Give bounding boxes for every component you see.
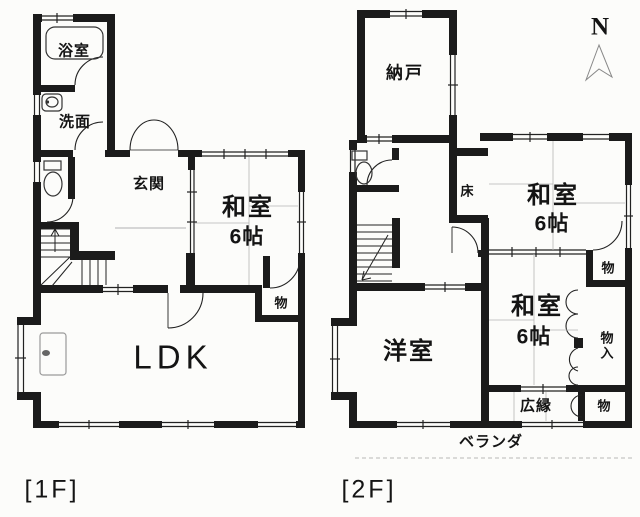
- hall-door-arc: [451, 226, 479, 254]
- walls-1f: [17, 14, 305, 428]
- room-label-closet-se-2f: 物: [597, 398, 611, 414]
- balcony-label-2f: ベランダ: [458, 433, 524, 451]
- room-label-closet-1f: 物: [274, 295, 288, 311]
- ldk-door-arc: [167, 292, 204, 329]
- room-label-sun-porch-2f: 広縁: [519, 397, 553, 415]
- floor-label-1f: [1F]: [24, 475, 80, 504]
- entrance-door-arc-left: [129, 119, 155, 151]
- room-label-closet-ne-2f: 物: [601, 260, 615, 276]
- entrance-door-arc-right: [153, 119, 179, 151]
- closet-se-door-scallop: [570, 394, 583, 418]
- toilet-2f-icon: [355, 161, 373, 185]
- room-label-bath-1f: 浴室: [57, 42, 91, 60]
- room-size-washitsu-ne-2f: 6帖: [534, 212, 570, 236]
- bathtub-icon: [45, 26, 104, 60]
- tatami-lines-1f: [115, 157, 298, 285]
- closet-ne-door-arc: [592, 220, 623, 251]
- floorplan-1f: [15, 13, 306, 429]
- room-size-washitsu-1f: 6帖: [229, 225, 265, 249]
- compass-north-label: N: [590, 13, 610, 41]
- sink-icon: [41, 93, 63, 112]
- tatami-lines-2f: [355, 141, 632, 459]
- room-label-washitsu-se-2f: 和室: [511, 293, 563, 320]
- wc-door-arc: [46, 195, 74, 223]
- room-label-washitsu-1f: 和室: [222, 194, 274, 221]
- windows-1f: [15, 13, 306, 429]
- stairs-1f-icon: [40, 227, 107, 287]
- room-size-washitsu-se-2f: 6帖: [516, 325, 552, 349]
- floor-label-2f: [2F]: [341, 475, 397, 504]
- kitchen-sink-icon: [39, 332, 67, 376]
- washitsu-closet-door-arc: [269, 257, 301, 289]
- windows-2f: [330, 9, 633, 429]
- futon-closet-door-scallop: [565, 289, 579, 315]
- fixtures-2f: [351, 150, 373, 185]
- fixtures-1f: [39, 26, 104, 376]
- toilet-2f-tank-icon: [351, 150, 368, 161]
- toilet-tank-icon: [43, 160, 62, 171]
- doors-2f: [366, 159, 623, 418]
- room-label-storeroom-2f: 納戸: [386, 63, 424, 83]
- walls-2f: [331, 10, 632, 428]
- wc-2f-door-arc: [366, 159, 393, 186]
- room-label-entrance-1f: 玄関: [132, 175, 166, 193]
- room-label-tokonoma-2f: 床: [460, 183, 474, 199]
- room-label-washroom-1f: 洗面: [58, 113, 92, 131]
- doors-1f: [46, 56, 301, 329]
- room-label-futon-closet-2f: 物入: [598, 331, 614, 361]
- room-label-ldk-1f: LDK: [133, 338, 213, 376]
- toilet-icon: [43, 171, 63, 197]
- washroom-door-arc: [74, 121, 104, 151]
- north-arrow-icon: [584, 43, 614, 82]
- room-label-washitsu-ne-2f: 和室: [527, 182, 579, 209]
- stairs-2f-icon: [357, 224, 392, 282]
- room-label-western-room-2f: 洋室: [383, 338, 435, 365]
- bath-door-arc: [74, 56, 104, 86]
- floorplan-2f: [330, 9, 633, 459]
